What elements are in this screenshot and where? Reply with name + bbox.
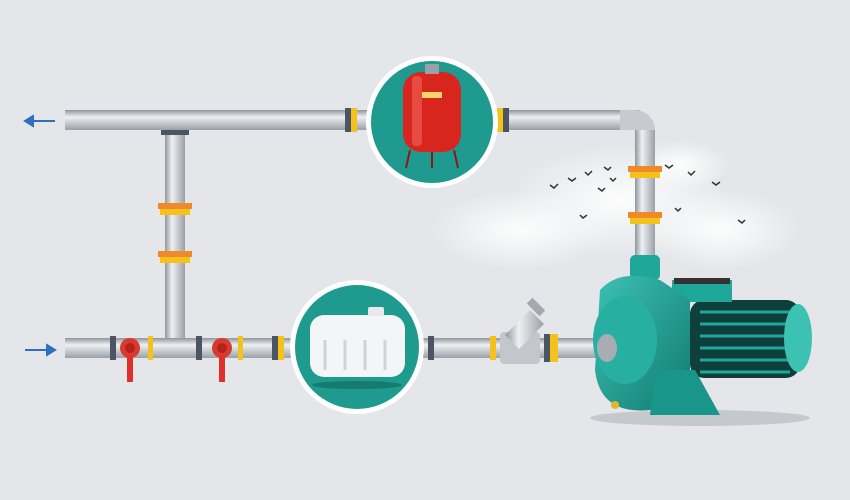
outlet-arrow-icon (23, 114, 55, 128)
riser-pipe (635, 130, 655, 275)
bird-icon (549, 164, 746, 224)
y-strainer-icon (500, 297, 546, 364)
expansion-tank-badge (366, 56, 498, 188)
water-storage-tank-icon (310, 307, 405, 389)
expansion-tank-icon (403, 64, 461, 169)
water-tank-badge (290, 280, 424, 414)
inlet-arrow-icon (25, 343, 57, 357)
ball-valve-icon[interactable] (120, 338, 140, 382)
pipe-couplings (110, 108, 662, 362)
bypass-pipe (165, 130, 185, 340)
water-pump-icon (590, 255, 812, 426)
ball-valve-icon[interactable] (212, 338, 232, 382)
